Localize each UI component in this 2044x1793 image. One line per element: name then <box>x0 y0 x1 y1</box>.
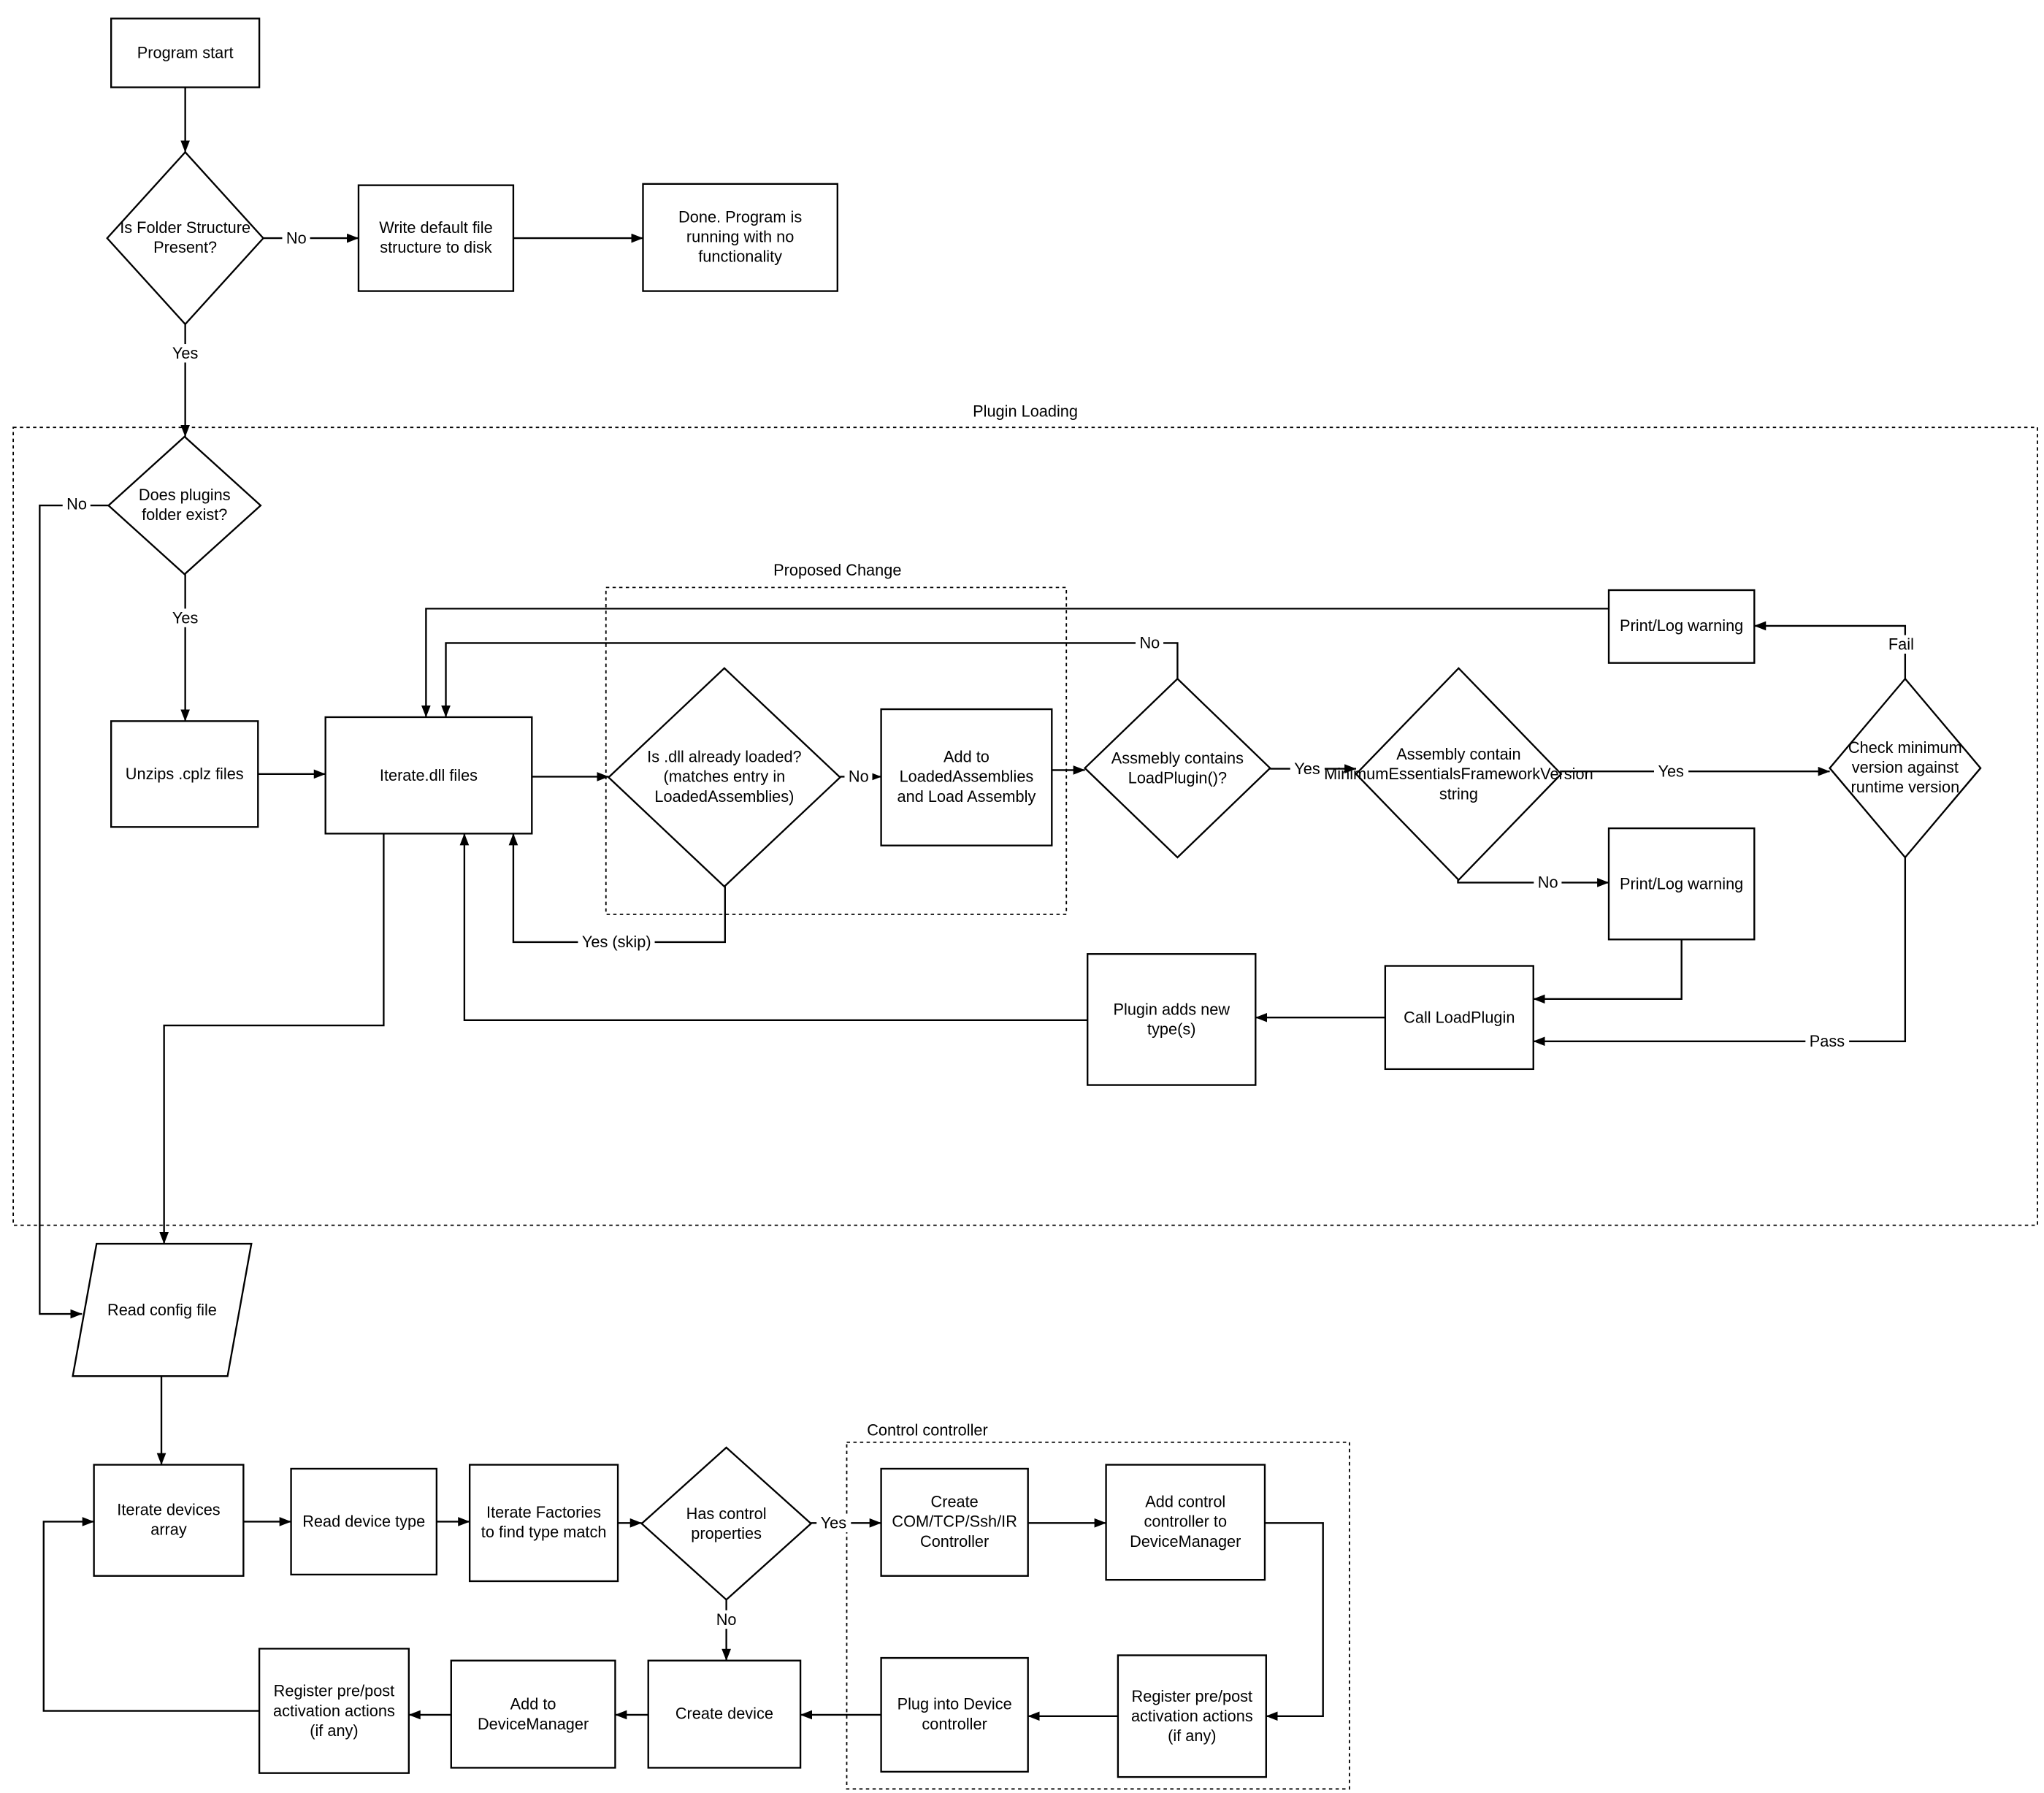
group-label-plugin-loading: Plugin Loading <box>968 402 1082 421</box>
node-shape-read-config-file <box>72 1242 253 1377</box>
node-shape-is-folder-structure-present <box>106 150 265 326</box>
node-is-folder-structure-present: Is Folder Structure Present? <box>120 218 251 257</box>
edge-plugin-adds-to-iterate <box>459 833 1088 1021</box>
edge-version-check-fail <box>1753 621 1907 679</box>
edge-version-check-pass <box>1533 857 1907 1047</box>
edge-label-loaded-check-no: No <box>844 767 873 787</box>
node-shape-create-device <box>647 1659 802 1769</box>
node-write-default-file-structure: Write default file structure to disk <box>379 218 493 257</box>
node-create-device: Create device <box>675 1704 773 1723</box>
node-unzips-cplz-files: Unzips .cplz files <box>125 764 244 783</box>
node-plug-into-device-controller: Plug into Device controller <box>897 1694 1012 1734</box>
node-shape-call-loadplugin <box>1384 965 1534 1071</box>
group-label-proposed-change: Proposed Change <box>769 561 906 580</box>
node-shape-plugin-adds-new-types <box>1087 953 1257 1086</box>
node-add-to-loaded-assemblies: Add to LoadedAssemblies and Load Assembl… <box>897 747 1036 806</box>
node-shape-add-control-controller <box>1105 1464 1266 1581</box>
node-shape-program-start <box>110 18 261 88</box>
node-shape-assembly-contains-min-version <box>1355 667 1563 882</box>
node-shape-is-dll-already-loaded <box>607 667 842 888</box>
node-shape-add-to-loaded-assemblies <box>880 708 1053 846</box>
node-shape-register-prepost-control <box>1117 1654 1267 1778</box>
edge-label-control-check-no: No <box>712 1610 740 1629</box>
edge-warning-top-to-iterate <box>421 608 1609 718</box>
node-shape-iterate-factories <box>468 1464 619 1583</box>
node-shape-print-log-warning-top <box>1607 589 1756 664</box>
node-shape-create-com-tcp-ssh-ir-controller <box>880 1467 1029 1577</box>
edge-add-control-to-register <box>1264 1522 1324 1721</box>
node-shape-done-no-functionality <box>642 183 838 292</box>
node-has-control-properties: Has control properties <box>686 1503 767 1542</box>
node-shape-register-prepost-device <box>258 1648 410 1774</box>
edge-label-version-check-fail: Fail <box>1884 635 1918 654</box>
edge-label-folder-check-yes: Yes <box>168 344 202 363</box>
group-proposed-change <box>605 586 1068 915</box>
node-shape-write-default-file-structure <box>357 184 515 292</box>
edge-label-assembly-check-yes: Yes <box>1290 759 1325 779</box>
node-iterate-factories: Iterate Factories to find type match <box>481 1503 607 1542</box>
node-does-plugins-folder-exist: Does plugins folder exist? <box>138 485 231 524</box>
node-shape-print-log-warning-bottom <box>1607 827 1756 941</box>
node-shape-unzips-cplz-files <box>110 720 259 828</box>
node-shape-add-to-devicemanager <box>450 1659 616 1769</box>
edge-label-plugins-folder-yes: Yes <box>168 608 202 627</box>
edge-label-min-version-no: No <box>1534 873 1563 892</box>
node-done-no-functionality: Done. Program is running with no functio… <box>678 207 803 267</box>
node-shape-assembly-contains-loadplugin <box>1083 677 1271 859</box>
node-plugin-adds-new-types: Plugin adds new type(s) <box>1113 999 1230 1039</box>
edge-label-version-check-pass: Pass <box>1805 1032 1849 1051</box>
node-add-control-controller: Add control controller to DeviceManager <box>1130 1492 1241 1551</box>
edge-label-assembly-check-no: No <box>1136 633 1164 653</box>
node-call-loadplugin: Call LoadPlugin <box>1404 1007 1515 1026</box>
edge-label-control-check-yes: Yes <box>816 1513 851 1532</box>
node-read-config-file: Read config file <box>107 1299 217 1319</box>
edge-iterate-to-read-config <box>159 833 385 1245</box>
node-shape-iterate-dll-files <box>324 716 533 835</box>
node-register-prepost-device: Register pre/post activation actions (if… <box>273 1681 395 1740</box>
node-iterate-dll-files: Iterate.dll files <box>379 765 478 784</box>
node-is-dll-already-loaded: Is .dll already loaded? (matches entry i… <box>647 747 802 806</box>
node-shape-check-minimum-version <box>1829 677 1982 859</box>
edge-plugins-folder-no <box>39 504 109 1319</box>
group-label-control-controller: Control controller <box>862 1421 992 1440</box>
node-shape-read-device-type <box>290 1467 438 1576</box>
edge-label-loaded-check-yes-skip: Yes (skip) <box>578 933 656 952</box>
node-print-log-warning-bottom: Print/Log warning <box>1620 873 1744 892</box>
edge-warning-bottom-to-loadplugin <box>1533 939 1683 1004</box>
edge-label-min-version-yes: Yes <box>1654 762 1688 781</box>
node-add-to-devicemanager: Add to DeviceManager <box>477 1694 589 1733</box>
edge-label-folder-check-no: No <box>282 229 311 248</box>
node-shape-does-plugins-folder-exist <box>107 435 262 576</box>
edge-register-to-iterate-devices <box>42 1517 260 1712</box>
node-check-minimum-version: Check minimum version against runtime ve… <box>1848 738 1962 797</box>
node-create-com-tcp-ssh-ir-controller: Create COM/TCP/Ssh/IR Controller <box>892 1492 1017 1551</box>
node-print-log-warning-top: Print/Log warning <box>1620 616 1744 635</box>
edge-label-plugins-folder-no: No <box>62 494 91 513</box>
node-shape-has-control-properties <box>640 1446 813 1601</box>
node-assembly-contains-min-version: Assembly contain MinimumEssentialsFramew… <box>1324 744 1593 803</box>
node-register-prepost-control: Register pre/post activation actions (if… <box>1130 1686 1253 1745</box>
edge-assembly-check-no <box>441 642 1179 718</box>
node-iterate-devices-array: Iterate devices array <box>117 1500 221 1540</box>
node-read-device-type: Read device type <box>302 1511 426 1531</box>
node-assembly-contains-loadplugin: Assmebly contains LoadPlugin()? <box>1111 748 1244 787</box>
node-shape-plug-into-device-controller <box>880 1656 1029 1773</box>
node-shape-iterate-devices-array <box>93 1464 245 1577</box>
node-program-start: Program start <box>137 42 234 62</box>
